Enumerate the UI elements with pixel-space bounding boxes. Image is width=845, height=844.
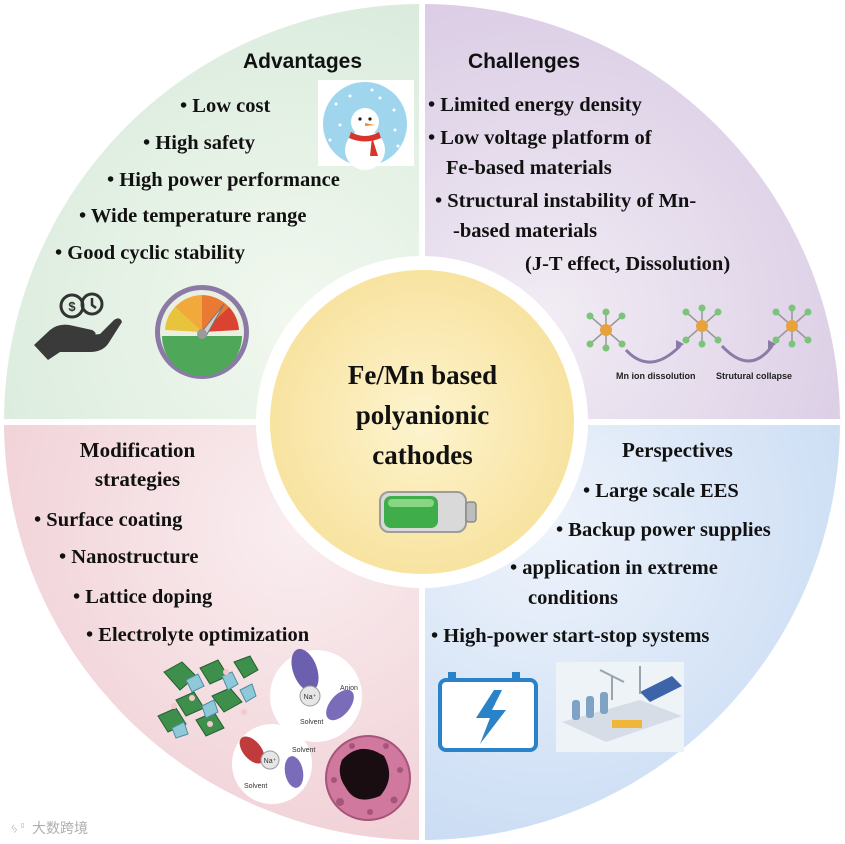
challenges-item-continued: -based materials bbox=[453, 220, 598, 242]
perspectives-item: • Backup power supplies bbox=[556, 519, 771, 541]
snowman-icon bbox=[318, 80, 414, 170]
advantages-title: Advantages bbox=[243, 50, 363, 73]
svg-text:Solvent: Solvent bbox=[244, 783, 267, 790]
center-title-line: cathodes bbox=[372, 440, 473, 470]
watermark-text: 大数跨境 bbox=[32, 820, 88, 836]
challenges-item: • Structural instability of Mn- bbox=[435, 190, 697, 212]
svg-text:$: $ bbox=[68, 299, 76, 314]
modification-title: Modification strategies bbox=[40, 438, 235, 492]
center-circle bbox=[270, 270, 574, 574]
svg-text:Solvent: Solvent bbox=[292, 747, 315, 754]
svg-text:Na⁺: Na⁺ bbox=[304, 694, 317, 701]
modification-item: • Lattice doping bbox=[73, 586, 213, 608]
polyanion-framework-icon bbox=[157, 655, 259, 739]
perspectives-item: • application in extreme bbox=[510, 557, 718, 579]
hand-coin-icon: $ bbox=[34, 292, 122, 360]
mn-dissolution-caption: Mn ion dissolution bbox=[616, 371, 696, 381]
battery-icon bbox=[379, 491, 477, 533]
perspectives-title: Perspectives bbox=[622, 438, 733, 462]
modification-item: • Electrolyte optimization bbox=[86, 624, 310, 646]
structural-collapse-caption: Strutural collapse bbox=[716, 371, 793, 381]
modification-title-line: strategies bbox=[94, 467, 181, 491]
challenges-item: • Low voltage platform of bbox=[428, 127, 652, 149]
center-title-line: polyanionic bbox=[355, 400, 490, 430]
advantages-item: • High power performance bbox=[107, 169, 340, 191]
solvation-structure-icon: Na⁺ Anion Solvent Na⁺ Solvent Solvent bbox=[232, 648, 362, 804]
energy-storage-icon bbox=[556, 662, 684, 752]
watermark-logo-icon: ᛃ⁰ bbox=[10, 820, 27, 836]
modification-item: • Surface coating bbox=[34, 509, 183, 531]
challenges-note: (J-T effect, Dissolution) bbox=[525, 253, 731, 275]
svg-text:Na⁺: Na⁺ bbox=[264, 758, 277, 765]
perspectives-item: • High-power start-stop systems bbox=[431, 625, 710, 647]
modification-item: • Nanostructure bbox=[59, 546, 199, 568]
advantages-item: • Low cost bbox=[180, 95, 271, 117]
battery-lightning-icon bbox=[438, 672, 538, 752]
svg-text:Solvent: Solvent bbox=[300, 719, 323, 726]
gauge-icon bbox=[155, 285, 249, 379]
advantages-item: • Good cyclic stability bbox=[55, 242, 245, 264]
challenges-title: Challenges bbox=[468, 50, 581, 73]
challenges-item: • Limited energy density bbox=[428, 94, 642, 116]
modification-title-line: Modification bbox=[79, 438, 196, 462]
crystal-structure-icon bbox=[586, 304, 812, 364]
perspectives-item: • Large scale EES bbox=[583, 480, 739, 502]
advantages-item: • Wide temperature range bbox=[79, 205, 307, 227]
porous-nanosphere-icon bbox=[325, 735, 411, 821]
center-title: Fe/Mn based polyanionic cathodes bbox=[300, 355, 545, 475]
center-title-line: Fe/Mn based bbox=[347, 360, 498, 390]
perspectives-item-continued: conditions bbox=[528, 587, 618, 609]
advantages-item: • High safety bbox=[143, 132, 255, 154]
watermark: ᛃ⁰ 大数跨境 bbox=[10, 818, 88, 838]
svg-text:Anion: Anion bbox=[340, 685, 358, 692]
challenges-item-continued: Fe-based materials bbox=[446, 157, 612, 179]
